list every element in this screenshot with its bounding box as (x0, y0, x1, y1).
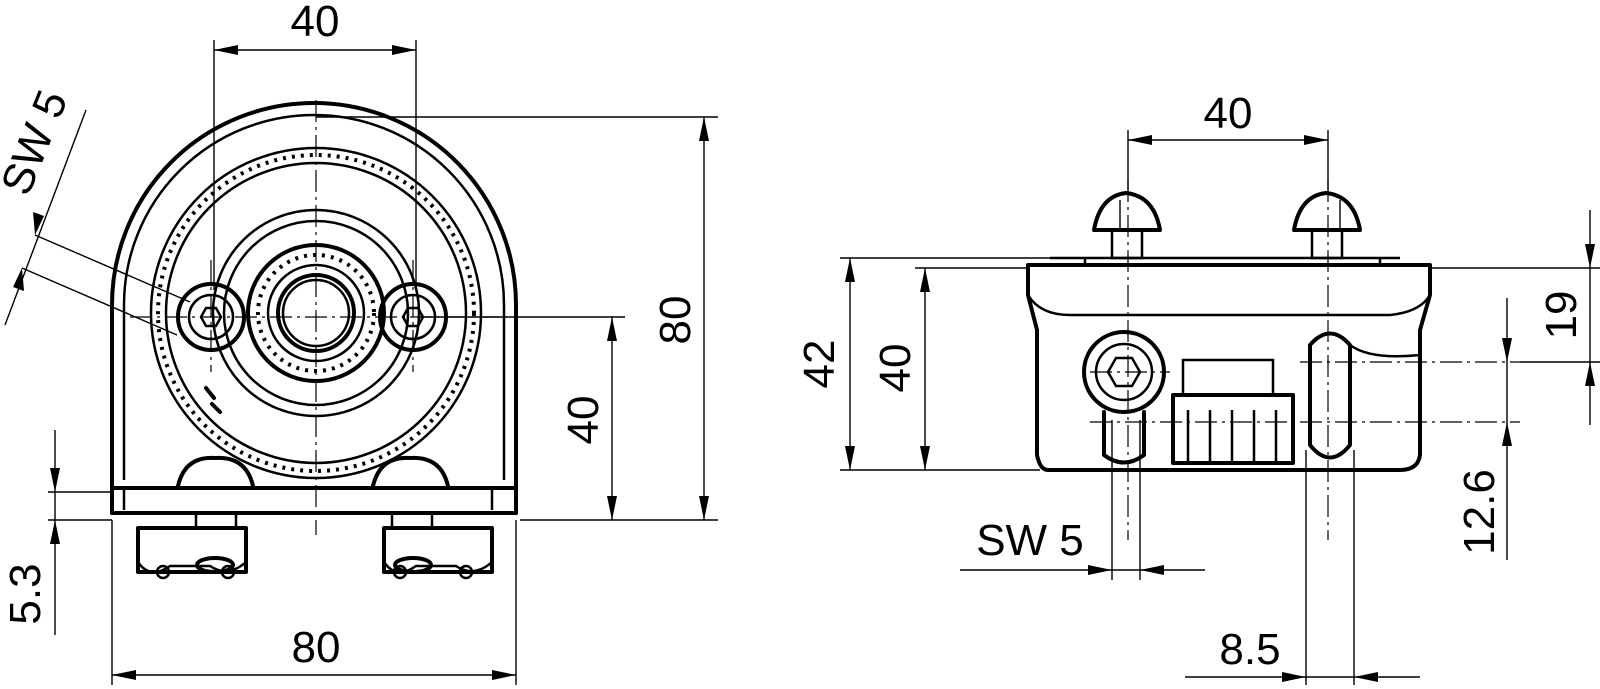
front-dim-center-height: 40 (559, 396, 608, 445)
side-dome-bolt-left (1092, 191, 1162, 260)
side-knurled-wheel (1171, 358, 1295, 465)
front-housing-outline (110, 101, 518, 515)
front-dome-right (371, 455, 450, 488)
side-dome-bolt-right (1292, 191, 1362, 260)
front-dim-base-thickness: 5.3 (1, 563, 50, 624)
front-dim-height-total: 80 (651, 296, 700, 345)
front-knurled-ring (156, 153, 476, 473)
side-dim-height-outer: 42 (795, 340, 844, 389)
front-view: 40 80 40 80 5.3 SW 5 (0, 0, 718, 685)
front-base-plate (110, 486, 518, 515)
side-dim-upper: 19 (1537, 291, 1586, 340)
side-dim-bottom: 8.5 (1219, 625, 1280, 674)
side-view: 40 42 40 19 12.6 SW 5 (795, 89, 1600, 685)
side-dim-lower: 12.6 (1455, 469, 1504, 555)
front-t-nut-left (136, 511, 248, 580)
front-dim-wrench-size: SW 5 (0, 84, 77, 202)
front-dim-base-width: 80 (292, 623, 341, 672)
side-dim-wrench-size: SW 5 (976, 516, 1084, 565)
side-body-outline (1026, 263, 1432, 472)
front-housing-inner-edge (122, 113, 506, 480)
front-t-nut-right (382, 511, 494, 580)
side-socket-screw (1082, 330, 1166, 465)
front-dome-left (176, 455, 255, 488)
side-dim-top-width: 40 (1204, 89, 1253, 138)
side-dim-height-inner: 40 (871, 344, 920, 393)
front-dim-top-width: 40 (291, 0, 340, 46)
side-slot (1308, 331, 1352, 460)
